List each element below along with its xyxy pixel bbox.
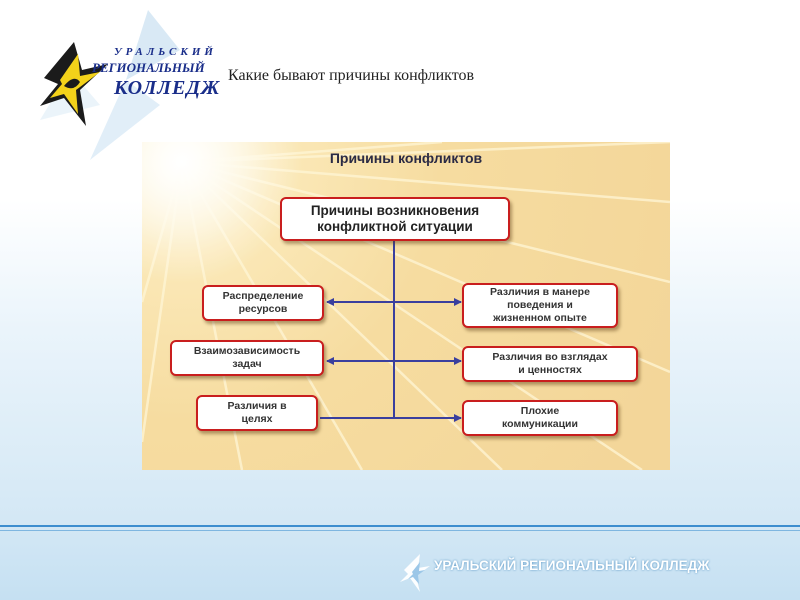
sun-rays-decoration [142,142,670,470]
logo-line-3: КОЛЛЕДЖ [114,77,221,99]
root-line-2: конфликтной ситуации [317,219,473,234]
diagram-connectors [320,240,462,422]
college-logo: УРАЛЬСКИЙ РЕГИОНАЛЬНЫЙ КОЛЛЕДЖ [30,10,219,160]
logo-line-2: РЕГИОНАЛЬНЫЙ [92,60,205,75]
logo-text: УРАЛЬСКИЙ РЕГИОНАЛЬНЫЙ КОЛЛЕДЖ [90,46,220,100]
footer-logo-icon [400,554,430,592]
cause-left-3-line-1: Различия в [227,400,287,412]
cause-box-left-1: Распределение ресурсов [202,285,324,321]
cause-right-1-line-3: жизненном опыте [493,312,587,324]
cause-box-right-2: Различия во взглядах и ценностях [462,346,638,382]
cause-right-2-line-1: Различия во взглядах [492,351,608,363]
cause-right-3-line-1: Плохие [520,405,560,417]
diagram-title: Причины конфликтов [329,150,483,166]
diagram-panel: Причины конфликтов Причины возникновения… [142,142,670,470]
cause-right-1-line-2: поведения и [507,299,573,311]
cause-box-left-2: Взаимозависимость задач [170,340,324,376]
cause-left-1-line-1: Распределение [222,290,304,302]
cause-left-2-line-2: задач [232,358,262,370]
footer-divider [0,525,800,527]
cause-left-1-line-2: ресурсов [238,303,288,315]
footer-college-name: УРАЛЬСКИЙ РЕГИОНАЛЬНЫЙ КОЛЛЕДЖ [434,558,710,573]
logo-line-1: УРАЛЬСКИЙ [114,46,217,58]
cause-right-1-line-1: Различия в манере [490,286,590,298]
cause-box-left-3: Различия в целях [196,395,318,431]
root-cause-box: Причины возникновения конфликтной ситуац… [280,197,510,241]
cause-left-2-line-1: Взаимозависимость [193,345,301,357]
cause-box-right-3: Плохие коммуникации [462,400,618,436]
slide-title: Какие бывают причины конфликтов [228,67,475,84]
logo-star-icon [40,42,108,126]
cause-box-right-1: Различия в манере поведения и жизненном … [462,283,618,328]
cause-right-2-line-2: и ценностях [518,364,582,376]
footer-divider-thin [0,530,800,531]
root-line-1: Причины возникновения [310,203,480,218]
cause-right-3-line-2: коммуникации [502,418,578,430]
cause-left-3-line-2: целях [241,413,273,425]
